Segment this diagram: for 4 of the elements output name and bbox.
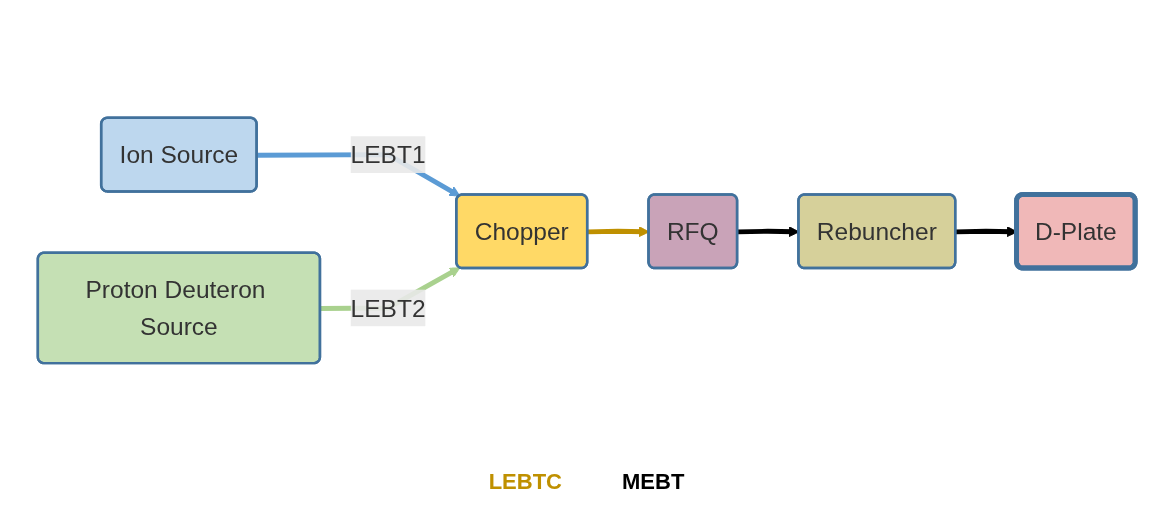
- section-label: LEBTC: [488, 469, 562, 495]
- edge-label: LEBT2: [350, 294, 426, 322]
- section-label: MEBT: [622, 469, 685, 495]
- edge-label: LEBT1: [350, 141, 426, 169]
